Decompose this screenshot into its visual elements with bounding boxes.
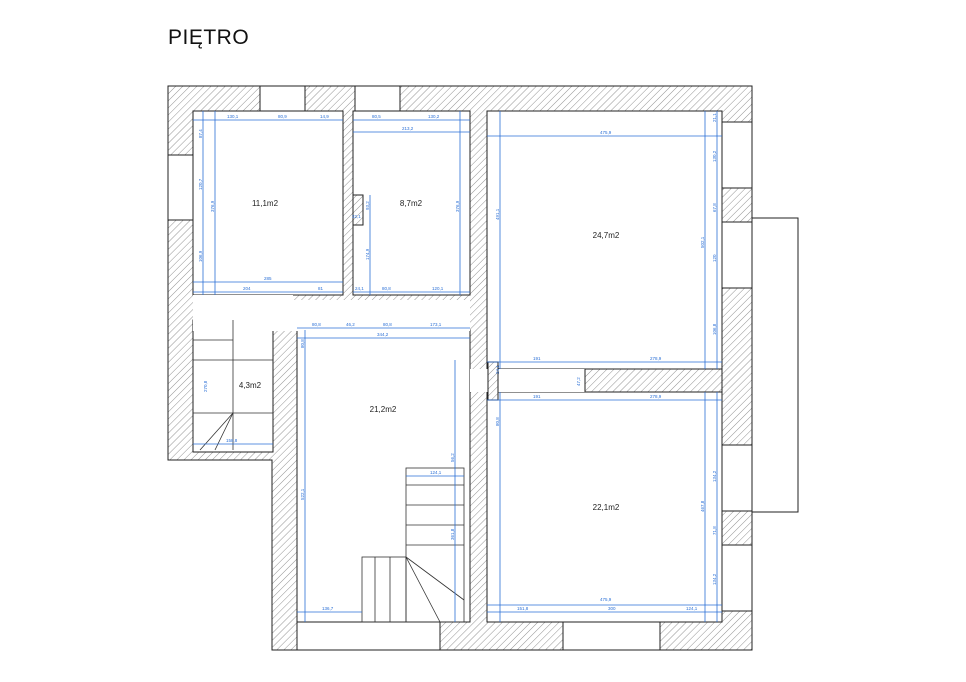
dim-label: 278,9 xyxy=(650,394,662,399)
dim-label: 475,9 xyxy=(600,130,612,135)
dim-label: 106,8 xyxy=(712,323,717,335)
floor-title: PIĘTRO xyxy=(168,26,250,49)
dim-label: 80,8 xyxy=(383,322,392,327)
dim-label: 213,2 xyxy=(402,126,414,131)
dim-label: 80,8 xyxy=(312,322,321,327)
dim-label: 80,8 xyxy=(382,286,391,291)
dim-label: 300 xyxy=(608,606,616,611)
room-area-label: 22,1m2 xyxy=(593,503,620,512)
dim-label: 134,2 xyxy=(712,573,717,585)
dim-label: 173,1 xyxy=(430,322,442,327)
dim-label: 80,5 xyxy=(372,114,381,119)
room-bedroom-4 xyxy=(486,391,723,623)
dim-label: 136,7 xyxy=(322,606,334,611)
dim-label: 174,9 xyxy=(365,248,370,260)
dim-label: 120,1 xyxy=(432,286,444,291)
dim-label: 130,1 xyxy=(227,114,239,119)
dim-label: 80,8 xyxy=(300,339,305,348)
dim-label: 67,8 xyxy=(712,203,717,212)
window xyxy=(721,121,753,189)
dim-label: 376,9 xyxy=(210,200,215,212)
dim-label: 124,1 xyxy=(430,470,442,475)
dim-label: 46,2 xyxy=(346,322,355,327)
dim-label: 71,8 xyxy=(712,526,717,535)
dim-label: 120 xyxy=(712,254,717,262)
dim-label: 14,9 xyxy=(320,114,329,119)
dim-label: 158,8 xyxy=(226,438,238,443)
dim-label: 361,8 xyxy=(450,528,455,540)
dim-label: 24,1 xyxy=(355,286,364,291)
room-bedroom-1 xyxy=(192,110,344,296)
dim-label: 24,1 xyxy=(495,365,500,374)
window xyxy=(721,221,753,289)
room-area-label: 11,1m2 xyxy=(252,199,279,208)
window xyxy=(721,444,753,512)
dim-label: 285 xyxy=(264,276,272,281)
dim-label: 376,9 xyxy=(455,200,460,212)
dim-label: 191 xyxy=(533,394,541,399)
dim-label: 56,2 xyxy=(450,453,455,462)
dim-label: 491,1 xyxy=(495,208,500,220)
dim-label: 81 xyxy=(318,286,324,291)
dim-label: 124,1 xyxy=(686,606,698,611)
dim-label: 134,2 xyxy=(712,470,717,482)
room-bedroom-3 xyxy=(486,110,723,370)
staircase-hall xyxy=(361,467,465,623)
dim-label: 130,2 xyxy=(428,114,440,119)
dim-label: 87,4 xyxy=(198,129,203,138)
room-area-label: 8,7m2 xyxy=(400,199,423,208)
window xyxy=(354,85,401,112)
dim-label: 130,2 xyxy=(712,150,717,162)
dim-label: 22,1 xyxy=(352,214,361,219)
dim-label: 204 xyxy=(243,286,251,291)
room-area-label: 21,2m2 xyxy=(370,405,397,414)
dim-label: 475,9 xyxy=(600,597,612,602)
dim-label: 47,2 xyxy=(576,377,581,386)
balcony xyxy=(751,217,799,513)
room-bedroom-2 xyxy=(352,110,471,296)
window xyxy=(721,544,753,612)
corridor xyxy=(193,295,293,331)
dim-label: 21,1 xyxy=(712,113,717,122)
dim-label: 522,1 xyxy=(300,488,305,500)
dim-label: 278,9 xyxy=(650,356,662,361)
dim-label: 80,9 xyxy=(278,114,287,119)
room-area-label: 24,7m2 xyxy=(593,231,620,240)
partition-wall xyxy=(584,368,723,393)
dim-label: 270,8 xyxy=(203,380,208,392)
window xyxy=(562,621,661,651)
window xyxy=(259,85,306,112)
dim-label: 191 xyxy=(533,356,541,361)
window xyxy=(296,621,441,651)
dim-label: 120,7 xyxy=(198,178,203,190)
room-area-label: 4,3m2 xyxy=(239,381,262,390)
corridor-2 xyxy=(293,300,470,331)
dim-label: 93,2 xyxy=(365,201,370,210)
wall-niche xyxy=(352,194,364,226)
window xyxy=(167,154,194,221)
dim-label: 106,9 xyxy=(198,250,203,262)
dim-label: 467,8 xyxy=(700,500,705,512)
dimension-labels: 130,1 80,9 14,9 285 204 81 376,9 87,4 12… xyxy=(198,113,717,611)
dim-label: 502,1 xyxy=(700,236,705,248)
dim-label: 151,8 xyxy=(517,606,529,611)
dimension-lines xyxy=(193,111,722,622)
dim-label: 344,2 xyxy=(377,332,389,337)
dim-label: 80,8 xyxy=(495,417,500,426)
